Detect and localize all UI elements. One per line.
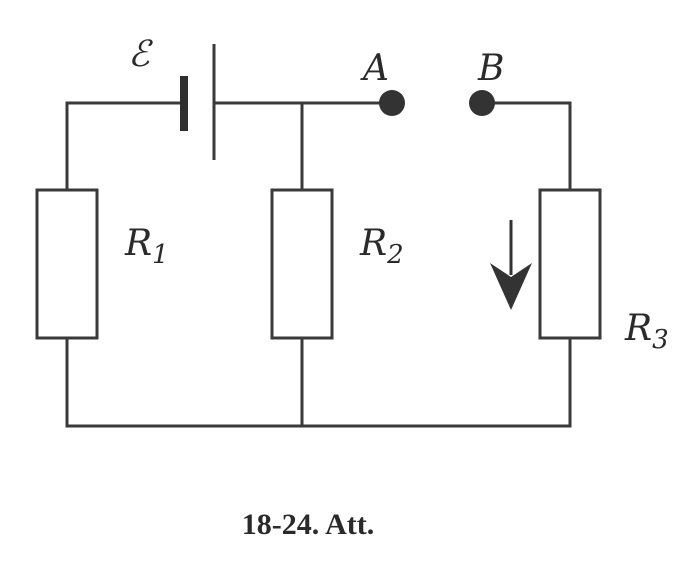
terminal-b-label: B xyxy=(477,48,504,89)
resistor-r2 xyxy=(270,188,334,340)
resistor-r1-label: R1 xyxy=(124,223,169,270)
resistor-r3-label: R3 xyxy=(624,308,669,355)
resistor-r2-subscript: 2 xyxy=(386,240,404,270)
resistor-r2-label: R2 xyxy=(359,223,404,270)
resistor-r1-symbol: R xyxy=(124,223,152,264)
terminal-a-label: A xyxy=(360,48,389,89)
resistor-r1 xyxy=(35,188,99,340)
current-arrow-head-icon xyxy=(490,263,532,310)
resistor-r3 xyxy=(538,188,602,340)
resistor-r3-subscript: 3 xyxy=(652,325,669,355)
emf-label: ℰ xyxy=(128,34,153,75)
resistor-r2-symbol: R xyxy=(359,223,387,264)
terminal-a-dot xyxy=(379,90,405,116)
resistor-r3-symbol: R xyxy=(624,308,652,349)
resistor-r1-subscript: 1 xyxy=(152,240,169,270)
terminal-b-dot xyxy=(469,90,495,116)
figure-caption: 18-24. Att. xyxy=(242,508,374,541)
